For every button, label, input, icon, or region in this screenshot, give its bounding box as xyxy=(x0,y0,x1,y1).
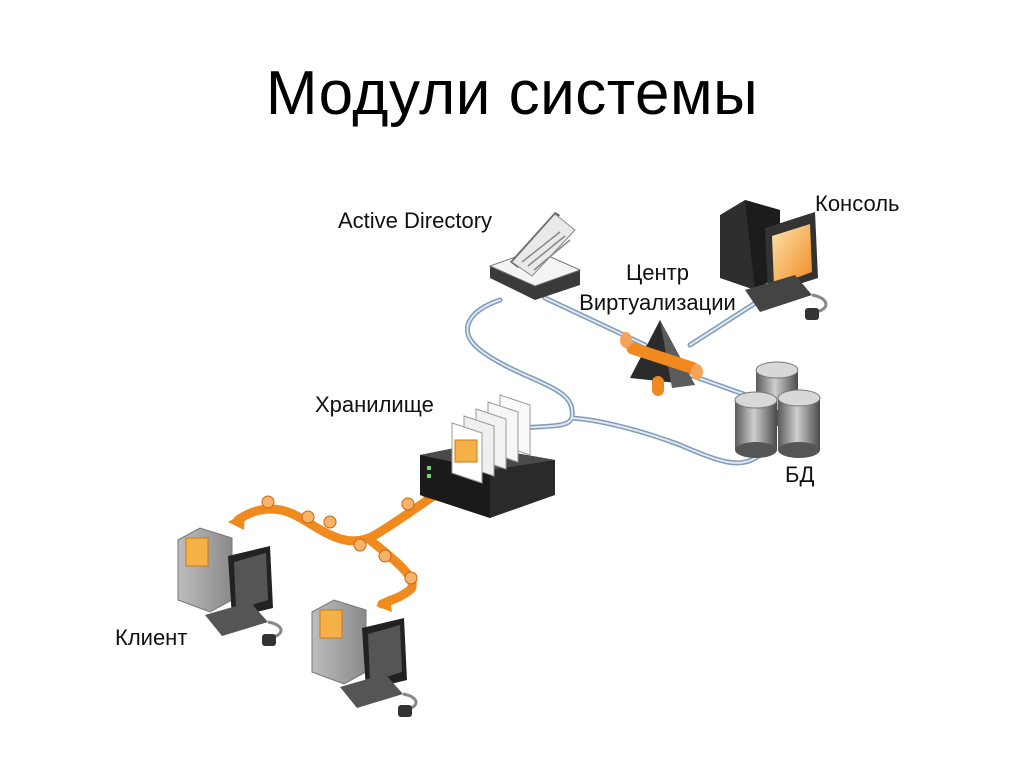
link-storage-to-client-1 xyxy=(233,483,450,546)
link-storage-to-client-2 xyxy=(365,535,417,609)
label-virtualization-center-line-2: Виртуализации xyxy=(579,290,736,315)
virtualization-center-device xyxy=(620,320,703,396)
console-workstation xyxy=(720,200,828,320)
client-workstation-2 xyxy=(311,599,418,717)
label-client: Клиент xyxy=(115,625,188,650)
label-virtualization-center: Центр Виртуализации xyxy=(575,258,740,318)
database-device xyxy=(734,361,821,458)
slide-title: Модули системы xyxy=(265,59,759,128)
client-workstation-1 xyxy=(177,527,283,646)
document-stack xyxy=(451,394,531,484)
label-active-directory: Active Directory xyxy=(338,208,493,233)
arrow-to-client-2 xyxy=(376,595,392,612)
storage-device xyxy=(420,394,555,518)
label-console: Консоль xyxy=(815,191,900,216)
label-database: БД xyxy=(785,462,815,487)
network-links xyxy=(465,295,763,466)
label-storage: Хранилище xyxy=(315,392,434,417)
arrow-to-client-1 xyxy=(228,512,245,530)
label-virtualization-center-line-1: Центр xyxy=(626,260,689,285)
active-directory-device xyxy=(488,212,582,300)
